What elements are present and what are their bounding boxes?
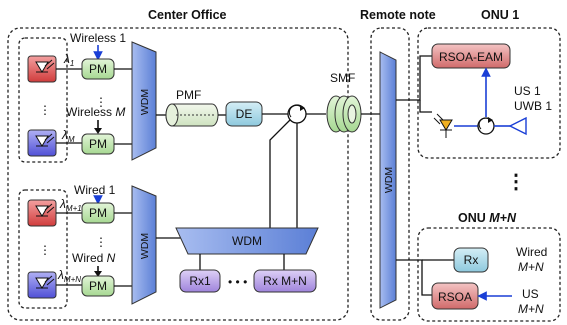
us-mn-label: US (522, 287, 539, 301)
onu-mn-title: ONU M+N (458, 211, 517, 225)
pm-label: PM (89, 62, 107, 76)
laser-wireless-m (27, 129, 57, 157)
pmf-fiber (165, 103, 219, 127)
rx-onu-block: Rx (453, 247, 489, 273)
lambda-mn-label: λM+N (57, 268, 81, 284)
antenna-icon (508, 116, 527, 136)
wdm-demux: WDM (175, 227, 319, 255)
pm-label: PM (89, 279, 107, 293)
center-office-title: Center Office (148, 8, 227, 22)
ellipsis-v-lasers-wired: ⋮ (39, 243, 51, 257)
pm-wireless-m: PM (81, 133, 115, 155)
pm-wired-1: PM (81, 202, 115, 224)
smf-fiber-spool (326, 95, 362, 133)
rsoa-label: RSOA (438, 290, 472, 304)
rsoa-eam-block: RSOA-EAM (431, 43, 511, 69)
us-mn-var: M+N (518, 302, 544, 316)
rx-mn-block: Rx M+N (253, 269, 317, 293)
lambda-m-label: λM (61, 128, 75, 144)
laser-wired-1 (27, 199, 57, 227)
wired-mn-label: Wired (516, 245, 547, 259)
onu1-title: ONU 1 (481, 8, 519, 22)
smf-label: SMF (330, 71, 355, 85)
wireless-1-label: Wireless 1 (70, 31, 126, 45)
wdm-demux-label: WDM (232, 234, 262, 248)
de-label: DE (236, 107, 253, 121)
wired-laser-group (18, 189, 68, 309)
pm-wired-n: PM (81, 275, 115, 297)
laser-wireless-1 (27, 55, 57, 83)
remote-node-title: Remote note (360, 8, 436, 22)
lambda-1-label: λ1 (63, 52, 74, 68)
wdm-remote-label: WDM (383, 167, 395, 193)
rx-mn-label: Rx M+N (263, 274, 307, 288)
rx-onu-label: Rx (464, 253, 479, 267)
pm-label: PM (89, 206, 107, 220)
wdm-label: WDM (139, 233, 151, 259)
photodiode-icon (433, 113, 453, 138)
onu1-box (417, 27, 561, 159)
wireless-laser-group (18, 37, 68, 163)
onu-mn-box (417, 227, 561, 322)
pmf-label: PMF (176, 88, 201, 102)
wireless-m-label: Wireless M (66, 105, 125, 119)
center-office-box (7, 27, 349, 321)
wdm-wired-mux: WDM (131, 185, 157, 305)
ellipsis-v-pm-wired: ⋮ (95, 235, 107, 249)
wdm-wireless-mux: WDM (131, 41, 157, 161)
pm-label: PM (89, 137, 107, 151)
ellipsis-v-lasers-wireless: ⋮ (39, 103, 51, 117)
wired-mn-var: M+N (518, 260, 544, 274)
ellipsis-v-onus: ⋮ (506, 171, 526, 193)
remote-node-box (370, 27, 410, 321)
circulator-icon (287, 104, 307, 124)
wired-1-label: Wired 1 (74, 183, 116, 197)
circulator-onu1-icon (477, 117, 495, 135)
ellipsis-v-pm-wireless: ⋮ (95, 95, 107, 109)
rx1-block: Rx1 (179, 269, 221, 293)
pm-wireless-1: PM (81, 58, 115, 80)
arrow-wired-n (94, 271, 102, 277)
lambda-m1-label: λM+1 (59, 197, 82, 213)
ellipsis-h-rx: • • • (228, 275, 247, 289)
wired-n-label: Wired N (72, 251, 116, 265)
us1-label: US 1 (514, 84, 541, 98)
de-block: DE (225, 101, 263, 127)
rx1-label: Rx1 (189, 274, 211, 288)
rsoa-block: RSOA (431, 282, 479, 310)
wdm-label: WDM (139, 89, 151, 115)
uwb1-label: UWB 1 (514, 99, 552, 113)
rsoa-eam-label: RSOA-EAM (439, 50, 503, 64)
laser-wired-n (27, 271, 57, 299)
wdm-remote-node: WDM (379, 51, 397, 309)
